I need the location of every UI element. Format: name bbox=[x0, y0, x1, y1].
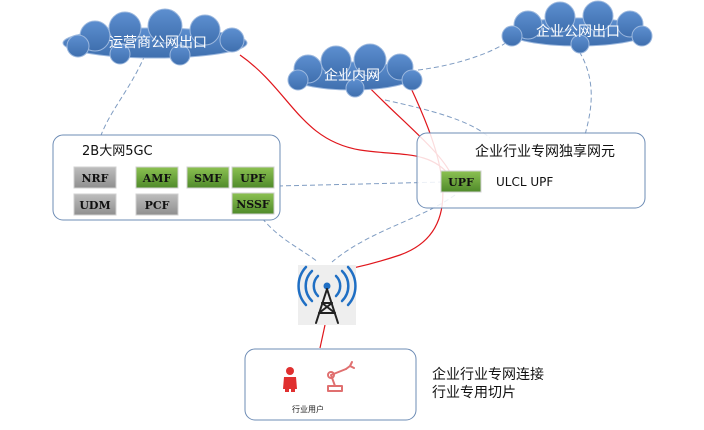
cloud-enterprise-internet-label: 企业公网出口 bbox=[536, 23, 620, 40]
link-enterprise-internet-to-dedicated bbox=[574, 44, 592, 136]
nf-nrf-label: NRF bbox=[81, 172, 108, 185]
worker-icon bbox=[283, 367, 297, 392]
antenna-tower-icon bbox=[297, 265, 357, 325]
slice-note-line2: 行业专用切片 bbox=[432, 385, 516, 401]
core-network-title: 2B大网5GC bbox=[82, 144, 153, 159]
nf-upf-dedicated-label: UPF bbox=[448, 176, 474, 189]
red-link-tower-to-user bbox=[319, 324, 326, 349]
nf-smf-label: SMF bbox=[194, 172, 222, 185]
nf-smf: SMF bbox=[186, 166, 230, 189]
nf-udm-label: UDM bbox=[79, 199, 110, 212]
link-intranet-to-enterprise-internet bbox=[417, 37, 513, 71]
link-intranet-to-dedicated bbox=[384, 99, 491, 139]
nf-pcf-label: PCF bbox=[145, 199, 170, 212]
nf-nrf: NRF bbox=[73, 166, 117, 189]
cloud-operator-internet: 运营商公网出口 bbox=[62, 8, 248, 66]
industry-user-label: 行业用户 bbox=[292, 404, 324, 414]
nf-upf-dedicated: UPF bbox=[440, 170, 482, 193]
nf-nssf-label: NSSF bbox=[236, 198, 270, 211]
robot-arm-icon bbox=[327, 361, 355, 392]
cloud-enterprise-intranet: 企业内网 bbox=[287, 43, 423, 98]
slice-note-line1: 企业行业专网连接 bbox=[432, 366, 544, 383]
ulcl-upf-text: ULCL UPF bbox=[496, 175, 553, 189]
nf-nssf: NSSF bbox=[231, 192, 275, 215]
core-network-box: 2B大网5GC NRF AMF SMF UPF UDM PCF NSSF bbox=[52, 134, 281, 221]
nf-udm: UDM bbox=[73, 193, 117, 216]
nf-upf-core: UPF bbox=[231, 166, 275, 189]
nf-amf-label: AMF bbox=[142, 172, 172, 185]
cloud-enterprise-intranet-label: 企业内网 bbox=[324, 67, 380, 84]
link-core-to-tower bbox=[261, 217, 319, 263]
link-operator-to-core bbox=[99, 54, 146, 139]
nf-amf: AMF bbox=[135, 166, 179, 189]
dedicated-network-title: 企业行业专网独享网元 bbox=[475, 143, 615, 160]
industry-user-box: 行业用户 bbox=[244, 348, 417, 421]
slice-note: 企业行业专网连接 行业专用切片 bbox=[432, 366, 544, 401]
cloud-operator-internet-label: 运营商公网出口 bbox=[109, 35, 207, 51]
dedicated-network-box: 企业行业专网独享网元 UPF ULCL UPF bbox=[416, 132, 646, 209]
cloud-enterprise-internet: 企业公网出口 bbox=[501, 0, 653, 54]
link-upf-to-tower bbox=[331, 194, 456, 263]
link-core-to-upf bbox=[277, 181, 445, 187]
nf-pcf: PCF bbox=[135, 193, 179, 216]
nf-upf-core-label: UPF bbox=[240, 172, 266, 185]
dashed-links bbox=[99, 37, 592, 263]
